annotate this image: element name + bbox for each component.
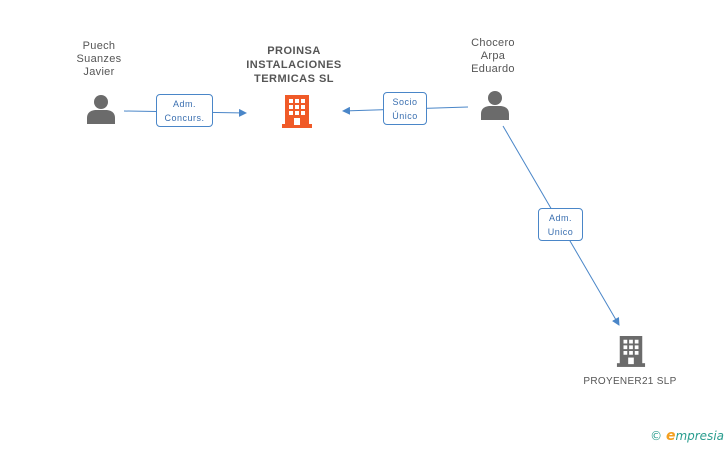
person-icon[interactable] (480, 90, 510, 120)
building-icon[interactable] (616, 334, 646, 368)
node-label-line: Chocero (471, 37, 515, 49)
edge-label-line: Concurs. (164, 113, 205, 123)
brand-e: e (665, 428, 676, 444)
copyright-icon: © (650, 429, 663, 443)
node-label-puech: Puech Suanzes Javier (62, 40, 136, 79)
edge-label-adm-concurs[interactable]: Adm. Concurs. (156, 94, 213, 127)
building-icon[interactable] (281, 94, 313, 128)
person-icon[interactable] (86, 94, 116, 124)
edge-label-line: Socio (392, 97, 418, 107)
edge-label-line: Unico (547, 227, 574, 237)
node-label-line: Arpa (480, 50, 506, 62)
node-label-line: PROINSA (267, 45, 321, 57)
node-label-line: INSTALACIONES (246, 59, 342, 71)
node-label-line: Suanzes (76, 53, 122, 65)
brand-rest: mpresia (675, 429, 724, 443)
node-label-line: Eduardo (471, 63, 515, 75)
node-label-line: PROYENER21 SLP (583, 376, 677, 387)
node-label-proyener: PROYENER21 SLP (570, 375, 690, 388)
brand-logo: © empresia (650, 428, 724, 444)
edge-label-line: Único (392, 111, 418, 121)
node-label-line: Puech (82, 40, 116, 52)
node-label-line: Javier (83, 66, 115, 78)
node-label-proinsa: PROINSA INSTALACIONES TERMICAS SL (236, 44, 352, 86)
node-label-line: TERMICAS SL (253, 73, 335, 85)
edge-label-line: Adm. (172, 99, 196, 109)
edge-label-socio-unico[interactable]: Socio Único (383, 92, 427, 125)
node-label-chocero: Chocero Arpa Eduardo (456, 37, 530, 76)
edge-label-adm-unico[interactable]: Adm. Unico (538, 208, 583, 241)
edge-label-line: Adm. (548, 213, 572, 223)
